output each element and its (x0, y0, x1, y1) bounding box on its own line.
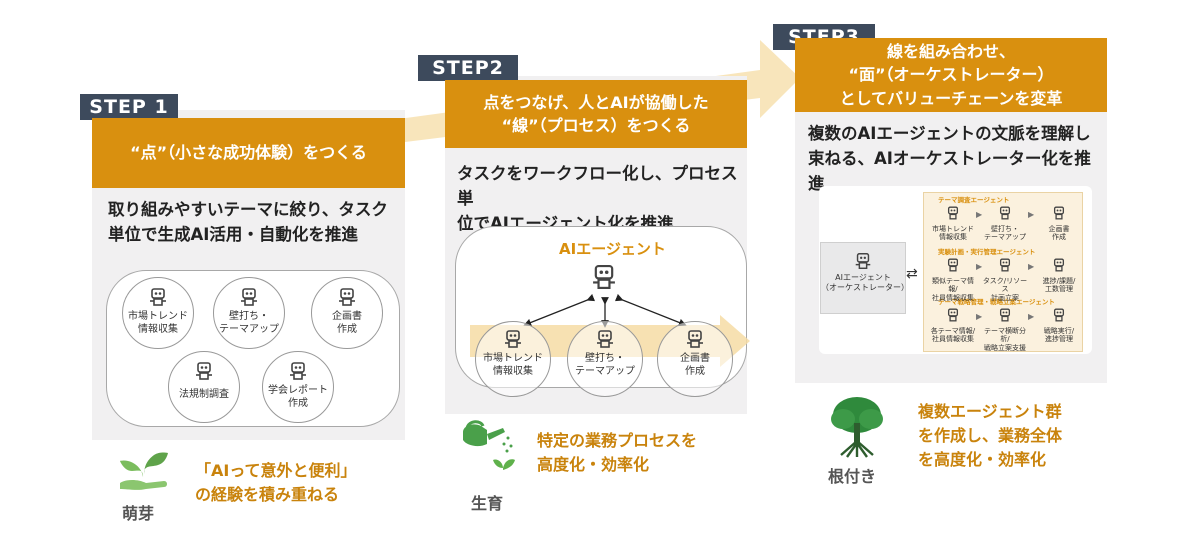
tree-icon (831, 397, 883, 458)
robot-icon (241, 288, 257, 306)
step1-task-label: 企画書 作成 (332, 311, 362, 335)
step2-agent-title: AIエージェント (559, 240, 666, 258)
agent-task-cell: 類似テーマ情報/ 社員情報収集 (928, 257, 978, 302)
agent-group-title: 実験計画・実行管理エージェント (938, 248, 1036, 256)
flow-arrow-icon: ▶ (976, 262, 983, 271)
flow-arrow-icon: ▶ (976, 312, 983, 321)
agent-task-label: 市場トレンド 情報収集 (932, 225, 974, 242)
stage-label-sprout: 萌芽 (122, 504, 155, 523)
robot-icon (945, 307, 961, 327)
agent-links (523, 293, 687, 328)
step1-task-regulation: 法規制調査 (168, 351, 240, 423)
robot-icon (196, 362, 212, 380)
step2-task-proposal: 企画書 作成 (657, 321, 733, 397)
step3-stage-text: 複数エージェント群 を作成し、業務全体 を高度化・効率化 (918, 402, 1063, 469)
flow-arrow-icon: ▶ (1028, 210, 1035, 219)
agent-task-label: タスク/リソース 計画立案 (982, 277, 1028, 302)
swap-arrows-icon: ⇄ (906, 266, 918, 282)
step2-stage-text: 特定の業務プロセスを 高度化・効率化 (537, 431, 698, 474)
robot-icon (593, 265, 615, 289)
agent-group-title: テーマ戦略管理・戦略立案エージェント (938, 298, 1055, 306)
robot-icon (505, 330, 521, 348)
step1-task-brainstorm: 壁打ち・ テーマアップ (213, 277, 285, 349)
watering-can-icon (463, 420, 515, 480)
robot-icon (997, 205, 1013, 225)
step1-task-market: 市場トレンド 情報収集 (122, 277, 194, 349)
step1-banner: “点”（小さな成功体験）をつくる (92, 118, 405, 188)
step2-task-label: 企画書 作成 (680, 353, 710, 377)
step1-task-proposal: 企画書 作成 (311, 277, 383, 349)
agent-group-title: テーマ調査エージェント (938, 196, 1010, 204)
step1-task-label: 法規制調査 (179, 389, 229, 400)
robot-icon (687, 330, 703, 348)
robot-icon (1051, 205, 1067, 225)
agent-task-cell: 市場トレンド 情報収集 (928, 205, 978, 242)
agent-task-cell: 進捗/課題/ 工数管理 (1034, 257, 1084, 294)
robot-icon (997, 257, 1013, 277)
robot-icon (855, 253, 871, 269)
step2-task-label: 壁打ち・ テーマアップ (575, 353, 635, 377)
stage-label-growth: 生育 (471, 494, 504, 513)
agent-task-cell: タスク/リソース 計画立案 (980, 257, 1030, 302)
agent-task-cell: 各テーマ情報/ 社員情報収集 (928, 307, 978, 344)
agent-task-label: 壁打ち・ テーマアップ (984, 225, 1026, 242)
robot-icon (150, 288, 166, 306)
step1-task-label: 市場トレンド 情報収集 (128, 311, 188, 335)
robot-icon (945, 257, 961, 277)
agent-task-label: 企画書 作成 (1048, 225, 1070, 242)
step1-task-label: 学会レポート 作成 (268, 385, 328, 409)
orchestrator-label: AIエージェント （オーケストレーター） (821, 273, 909, 292)
step1-description: 取り組みやすいテーマに絞り、タスク 単位で生成AI活用・自動化を推進 (108, 200, 388, 244)
flow-arrow-icon: ▶ (1028, 312, 1035, 321)
agent-task-label: 類似テーマ情報/ 社員情報収集 (932, 277, 974, 302)
step3-banner: 線を組み合わせ、 “面”（オーケストレーター） としてバリューチェーンを変革 (795, 38, 1107, 112)
robot-icon (290, 362, 306, 380)
step1-stage-text: 「AIって意外と便利」 の経験を積み重ねる (195, 461, 357, 504)
agent-task-label: 進捗/課題/ 工数管理 (1042, 277, 1076, 294)
agent-task-label: テーマ横断分析/ 戦略立案支援 (984, 327, 1026, 352)
agent-task-cell: 戦略実行/ 進捗管理 (1034, 307, 1084, 344)
flow-arrow-icon: ▶ (976, 210, 983, 219)
step3-description: 複数のAIエージェントの文脈を理解し 束ねる、AIオーケストレーター化を推進 (808, 124, 1091, 193)
robot-icon (997, 307, 1013, 327)
robot-icon (339, 288, 355, 306)
step2-task-market: 市場トレンド 情報収集 (475, 321, 551, 397)
sprout-icon (120, 452, 168, 490)
step2-task-label: 市場トレンド 情報収集 (483, 353, 543, 377)
stage-label-rooted: 根付き (828, 467, 877, 486)
robot-icon (945, 205, 961, 225)
agent-task-cell: 壁打ち・ テーマアップ (980, 205, 1030, 242)
robot-icon (597, 330, 613, 348)
robot-icon (1051, 307, 1067, 327)
step1-task-label: 壁打ち・ テーマアップ (219, 311, 279, 335)
step1-task-report: 学会レポート 作成 (262, 351, 334, 423)
step2-badge: STEP2 (418, 55, 518, 81)
robot-icon (1051, 257, 1067, 277)
step2-task-brainstorm: 壁打ち・ テーマアップ (567, 321, 643, 397)
agent-task-cell: テーマ横断分析/ 戦略立案支援 (980, 307, 1030, 352)
flow-arrow-icon: ▶ (1028, 262, 1035, 271)
agent-task-cell: 企画書 作成 (1034, 205, 1084, 242)
step1-badge: STEP 1 (80, 94, 178, 120)
orchestrator-box: AIエージェント （オーケストレーター） (820, 242, 909, 314)
agent-task-label: 戦略実行/ 進捗管理 (1043, 327, 1075, 344)
step2-banner: 点をつなげ、人とAIが協働した “線”（プロセス）をつくる (445, 80, 747, 148)
agent-task-label: 各テーマ情報/ 社員情報収集 (930, 327, 976, 344)
